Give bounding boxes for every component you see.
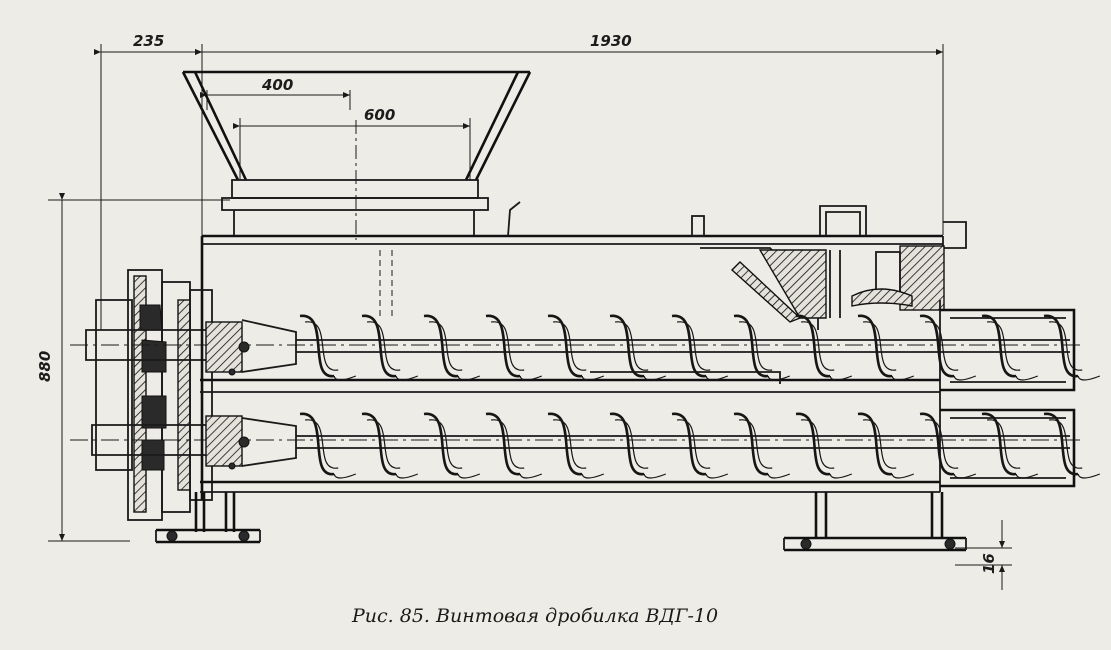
screw-flight-tip — [395, 473, 419, 479]
screw-flight-inner — [739, 321, 773, 371]
screw-flight-inner — [925, 419, 959, 469]
dim-600: 600 — [364, 106, 395, 124]
screw-flight-inner — [429, 419, 463, 469]
screw-flight-inner — [801, 321, 835, 371]
screw-flight-inner — [925, 321, 959, 371]
screw-flight — [547, 314, 583, 378]
support-legs — [155, 492, 967, 552]
lower-screw-conveyor — [296, 412, 1101, 479]
screw-flight-tip — [457, 473, 481, 479]
screw-flight-inner — [739, 419, 773, 469]
screw-flight-inner — [491, 419, 525, 469]
screw-flight — [671, 314, 707, 378]
screw-flight-tip — [333, 375, 357, 381]
dim-400: 400 — [261, 76, 293, 94]
screw-flight-tip — [519, 473, 543, 479]
screw-flight — [795, 314, 831, 378]
screw-flight — [485, 412, 521, 476]
screw-flight-tip — [519, 375, 543, 381]
screw-flight-inner — [677, 321, 711, 371]
upper-screw-conveyor — [296, 314, 1101, 381]
screw-flight-inner — [491, 321, 525, 371]
screw-flight — [361, 412, 397, 476]
screw-flight — [919, 412, 955, 476]
dim-16: 16 — [980, 553, 998, 574]
screw-flight — [1043, 412, 1079, 476]
screw-flight-tip — [1015, 375, 1039, 381]
dim-1930: 1930 — [590, 32, 632, 50]
figure-caption: Рис. 85. Винтовая дробилка ВДГ-10 — [351, 605, 718, 627]
screw-flight — [857, 412, 893, 476]
feed-hopper — [181, 70, 532, 240]
screw-flight-inner — [305, 419, 339, 469]
screw-flight-inner — [677, 419, 711, 469]
screw-flight — [1043, 314, 1079, 378]
screw-flight — [733, 412, 769, 476]
screw-flight-tip — [891, 473, 915, 479]
screw-flight-inner — [553, 419, 587, 469]
screw-flight-inner — [615, 321, 649, 371]
screw-flight — [919, 314, 955, 378]
screw-flight-tip — [1077, 375, 1101, 381]
dimension-lines — [48, 44, 1012, 590]
screw-flight-inner — [367, 419, 401, 469]
screw-flight-tip — [767, 375, 791, 381]
screw-flight-tip — [829, 375, 853, 381]
screw-flight — [299, 314, 335, 378]
screw-flight-tip — [705, 473, 729, 479]
screw-flight — [795, 412, 831, 476]
screw-flight — [299, 412, 335, 476]
screw-flight-inner — [863, 419, 897, 469]
screw-flight — [671, 412, 707, 476]
screw-flight — [857, 314, 893, 378]
screw-flight — [981, 314, 1017, 378]
screw-flight-inner — [305, 321, 339, 371]
screw-flight-tip — [395, 375, 419, 381]
dim-235: 235 — [133, 32, 164, 50]
upper-housing — [200, 201, 967, 330]
screw-flight-tip — [1015, 473, 1039, 479]
screw-flight-inner — [863, 321, 897, 371]
screw-flight-inner — [1049, 321, 1083, 371]
screw-flight — [981, 412, 1017, 476]
screw-flight-tip — [705, 375, 729, 381]
screw-flight — [733, 314, 769, 378]
screw-flight-inner — [553, 321, 587, 371]
screw-flight-inner — [987, 419, 1021, 469]
screw-flight-inner — [367, 321, 401, 371]
screw-flight-tip — [581, 375, 605, 381]
screw-flight — [609, 412, 645, 476]
screw-flight-inner — [429, 321, 463, 371]
screw-flight-tip — [457, 375, 481, 381]
screw-flight — [485, 314, 521, 378]
screw-flight — [423, 314, 459, 378]
screw-flight-tip — [953, 375, 977, 381]
screw-flight-tip — [1077, 473, 1101, 479]
screw-flight — [361, 314, 397, 378]
screw-flight-tip — [953, 473, 977, 479]
drive-assembly — [70, 269, 1080, 521]
screw-flight-tip — [829, 473, 853, 479]
screw-flight-inner — [1049, 419, 1083, 469]
dim-880: 880 — [36, 351, 54, 382]
screw-flight-tip — [581, 473, 605, 479]
screw-flight — [423, 412, 459, 476]
screw-flight-tip — [891, 375, 915, 381]
screw-flight-tip — [643, 375, 667, 381]
screw-flight-inner — [987, 321, 1021, 371]
screw-flight-tip — [767, 473, 791, 479]
screw-flight-tip — [643, 473, 667, 479]
screw-flight-inner — [801, 419, 835, 469]
screw-flight — [609, 314, 645, 378]
screw-flight-inner — [615, 419, 649, 469]
screw-flight — [547, 412, 583, 476]
screw-flight-tip — [333, 473, 357, 479]
